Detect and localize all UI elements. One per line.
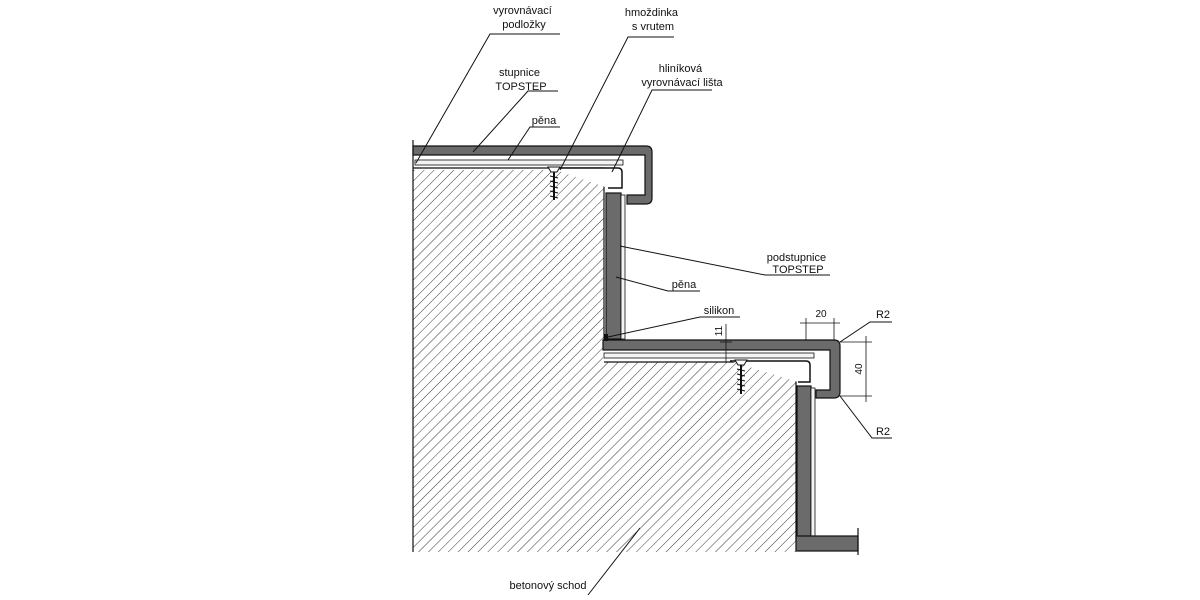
label-concrete-step: betonový schod [509,580,586,592]
label-tread: stupnice TOPSTEP [495,67,546,93]
dimension-radius-bottom: R2 [876,426,890,438]
dimension-nose-height: 40 [854,363,865,375]
upper-riser-foam [620,194,626,340]
screw-icon [734,359,748,394]
label-dowel-screw: hmoždinka s vrutem [625,7,681,33]
label-aluminium-strip: hliníková vyrovnávací lišta [641,63,723,89]
leader-lines [415,33,892,596]
label-foam-top: pěna [532,115,557,127]
label-silicone: silikon [704,305,735,317]
upper-riser [605,192,622,340]
dimension-nose-width: 20 [815,309,827,320]
dimension-lines [720,318,872,402]
upper-tread [412,145,653,205]
lower-tread [602,339,841,399]
next-tread-stub [795,528,859,555]
lower-foam-layer [603,352,815,359]
upper-aluminium-strip [550,167,623,189]
label-leveling-pads: vyrovnávací podložky [493,5,555,31]
upper-foam-layer [414,159,624,166]
lower-riser [796,385,812,539]
dimension-gap: 11 [714,325,725,336]
screw-icon [547,166,561,200]
label-foam-riser: pěna [672,279,697,291]
lower-aluminium-strip [730,360,811,383]
label-riser: podstupnice TOPSTEP [767,252,829,276]
lower-riser-foam [810,387,816,539]
dimension-radius-top: R2 [876,309,890,321]
silicone-joint [604,334,608,341]
